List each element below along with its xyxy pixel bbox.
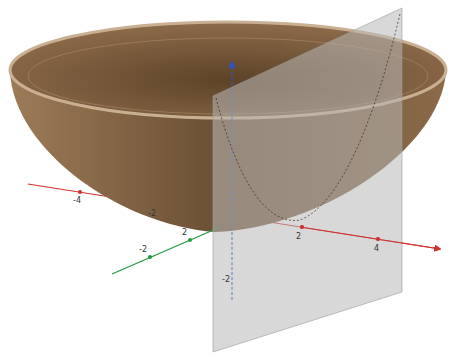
y-ticks <box>148 238 192 259</box>
axis-tick-label: -2 <box>222 276 230 284</box>
axis-tick-label: -2 <box>148 210 156 218</box>
axis-tick-label: 2 <box>296 233 301 241</box>
y-axis <box>112 228 218 274</box>
cutting-plane <box>213 8 402 352</box>
axis-tick-label: 2 <box>182 229 187 237</box>
intersection-parabola <box>216 14 400 220</box>
axis-tick-label: -4 <box>73 197 81 205</box>
axis-tick-label: 4 <box>374 245 379 253</box>
axis-tick-label: -2 <box>139 246 147 254</box>
